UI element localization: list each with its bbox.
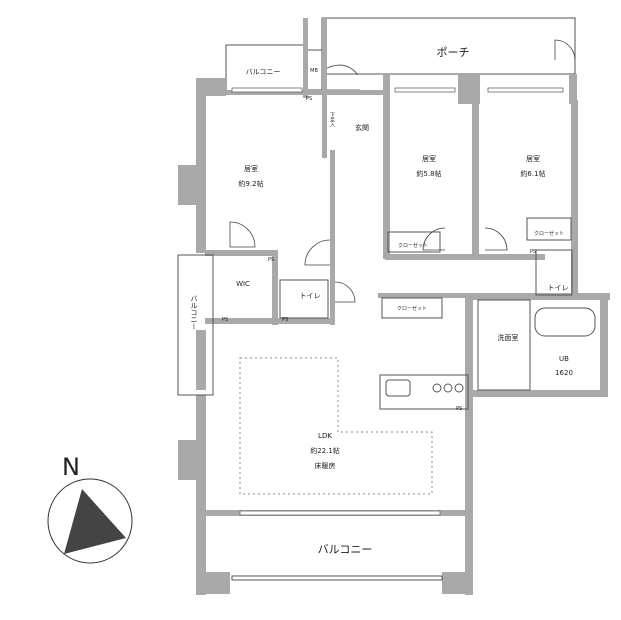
compass-north-label: N [62,453,80,481]
room-label-toilet: トイレ [548,284,569,292]
door [334,281,356,303]
ps-label: PS [282,317,288,323]
balcony-side-outline [177,254,214,396]
room-size-bedroom1: 約9.2帖 [238,179,263,188]
room-label-balcony-bottom: バルコニー [318,543,373,556]
door [484,227,508,251]
compass-arrow-icon [64,489,126,554]
window [239,510,441,516]
porch-door [554,39,576,61]
floor-heating-area [239,357,433,495]
room-label-ldk: LDK [318,432,332,440]
window [487,87,564,93]
ps-label: PS [268,257,274,263]
room-label-closet: クローゼット [534,230,564,237]
room-label-shoe-storage: 下足入 [329,112,335,127]
balcony-rail [231,575,443,581]
bathtub [534,307,596,337]
room-label-porch: ポーチ [437,46,470,59]
room-label-entrance: 玄関 [355,123,369,132]
toilet-room-outline [279,279,329,319]
room-label-bedroom1: 居室 [244,164,258,173]
ps-label: PS [456,406,462,412]
ps-label: PS [306,96,312,102]
room-label-bath: UB [559,355,569,363]
compass: N [47,453,133,564]
room-size-bedroom2: 約5.8帖 [416,169,441,178]
room-size-bath: 1620 [555,369,573,377]
door [229,221,256,248]
room-note-ldk: 床暖房 [315,461,336,470]
room-label-wic: WIC [236,280,250,288]
compass-circle [47,478,133,564]
room-label-bedroom2: 居室 [422,154,436,163]
door [422,227,446,251]
toilet-outline [535,249,573,296]
walls [178,18,610,595]
room-label-closet: クローゼット [398,242,428,249]
entrance-door [322,64,360,91]
room-label-toilet: トイレ [300,292,321,300]
kitchen-counter [379,374,469,410]
room-label-bedroom3: 居室 [526,154,540,163]
window [394,87,456,93]
stove [432,383,464,393]
room-size-bedroom3: 約6.1帖 [520,169,545,178]
room-label-washroom: 洗面室 [498,333,519,342]
closet-outline [387,231,441,253]
room-label-balcony-top: バルコニー [246,68,281,76]
window [231,87,303,93]
room-label-balcony-side: バルコニー [190,295,198,330]
washroom-outline [477,299,531,391]
room-label-closet: クローゼット [397,305,427,312]
closet-outline [526,217,572,241]
room-label-meter-box: MB [310,68,318,74]
closet-outline [381,297,443,319]
sink [385,379,411,397]
ps-label: PS [530,249,536,255]
room-size-ldk: 約22.1帖 [310,446,340,455]
ps-label: PS [222,317,228,323]
door [304,239,331,266]
